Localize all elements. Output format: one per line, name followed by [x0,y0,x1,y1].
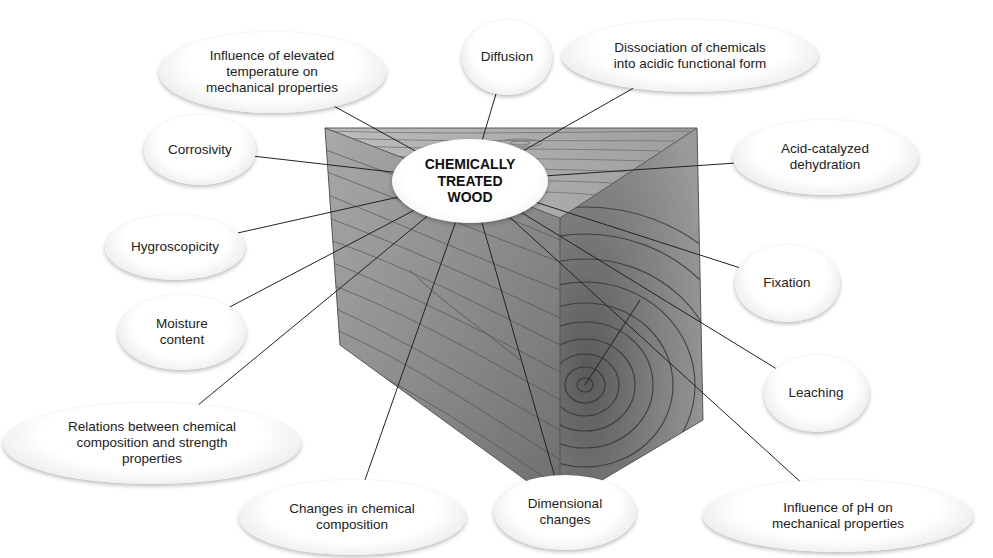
connector-line [365,222,455,479]
topic-ellipse: Influence of pH on mechanical properties [703,480,973,552]
connector-line [482,223,554,475]
topic-ellipse: Dissociation of chemicals into acidic fu… [562,20,818,92]
connector-line [238,197,398,233]
central-label: CHEMICALLY TREATED WOOD [420,156,520,206]
wood-side-face [325,128,560,505]
connector-line [482,93,496,139]
topic-label: Fixation [763,275,810,291]
connector-line [524,88,634,150]
wood-edge [560,128,697,218]
topic-ellipse: Relations between chemical composition a… [3,403,301,484]
topic-label: Corrosivity [168,142,232,158]
topic-ellipse: Corrosivity [144,115,256,185]
connector-line [334,106,416,151]
topic-label: Relations between chemical composition a… [52,419,252,468]
topic-label: Dissociation of chemicals into acidic fu… [605,40,775,72]
topic-label: Moisture content [142,316,222,348]
topic-ellipse: Acid-catalyzed dehydration [733,120,918,195]
topic-ellipse: Hygroscopicity [105,215,245,280]
connector-line [230,210,414,307]
topic-label: Acid-catalyzed dehydration [765,141,885,173]
wood-edge [325,128,560,505]
topic-ellipse: Dimensional changes [494,475,636,550]
topic-ellipse: Fixation [735,245,840,322]
topic-ellipse: Changes in chemical composition [239,480,466,555]
topic-label: Influence of elevated temperature on mec… [197,48,347,97]
topic-label: Changes in chemical composition [277,501,427,533]
topic-ellipse: Leaching [764,355,869,432]
topic-label: Dimensional changes [520,496,610,528]
topic-ellipse: Influence of elevated temperature on mec… [159,32,386,113]
connector-line [537,203,739,268]
topic-ellipse: Diffusion [462,20,552,95]
wood-outline [325,128,703,505]
connector-line [255,156,394,172]
topic-label: Leaching [789,385,844,401]
topic-label: Diffusion [481,49,533,65]
topic-label: Hygroscopicity [131,239,219,255]
topic-ellipse: Moisture content [118,295,246,370]
topic-label: Influence of pH on mechanical properties [753,500,923,532]
central-ellipse: CHEMICALLY TREATED WOOD [392,139,548,223]
connector-line [547,163,733,176]
